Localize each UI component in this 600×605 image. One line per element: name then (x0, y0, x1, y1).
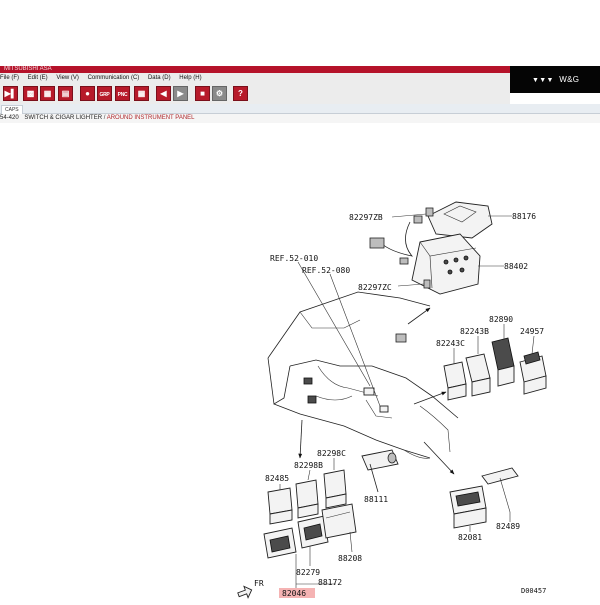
breadcrumb-subsection[interactable]: AROUND INSTRUMENT PANEL (106, 115, 195, 121)
arrow-left-icon: ◀ (160, 89, 167, 98)
menu-bar: File (F) Edit (E) View (V) Communication… (0, 73, 510, 84)
exit-icon: ▶▌ (4, 89, 17, 98)
tab-bar: CAPS (0, 104, 600, 114)
label-82297zc[interactable]: 82297ZC (358, 283, 392, 292)
menu-help[interactable]: Help (H) (179, 75, 202, 81)
label-82485[interactable]: 82485 (265, 474, 289, 483)
label-82081[interactable]: 82081 (458, 533, 482, 542)
part-labels: 82297ZB 88176 88402 REF.52-010 REF.52-08… (254, 212, 546, 598)
print-list-icon: ▦ (43, 89, 52, 98)
next-button[interactable]: ▶ (173, 86, 188, 101)
label-82890[interactable]: 82890 (489, 315, 513, 324)
exit-button[interactable]: ▶▌ (3, 86, 18, 101)
breadcrumb-code: 54-420 (0, 115, 19, 121)
menu-communication[interactable]: Communication (C) (87, 75, 140, 81)
label-82046[interactable]: 82046 (282, 589, 306, 598)
tab-caps[interactable]: CAPS (1, 105, 23, 114)
label-82489[interactable]: 82489 (496, 522, 520, 531)
label-fr: FR (254, 579, 264, 588)
breadcrumb-separator: / (103, 115, 106, 121)
panel-socket-shape (363, 387, 375, 396)
breadcrumb: 54-420 SWITCH & CIGAR LIGHTER / AROUND I… (0, 114, 600, 123)
label-88176[interactable]: 88176 (512, 212, 536, 221)
menu-view[interactable]: View (V) (56, 75, 79, 81)
menu-file[interactable]: File (F) (0, 75, 19, 81)
label-ref-52-010[interactable]: REF.52-010 (270, 254, 318, 263)
grp-label: GRP (99, 92, 110, 98)
grid-view-button[interactable]: ▦ (134, 86, 149, 101)
cigar-lighter-drawing (361, 449, 399, 493)
help-icon: ? (238, 89, 243, 98)
help-button[interactable]: ? (233, 86, 248, 101)
stop-button[interactable]: ■ (195, 86, 210, 101)
instrument-panel-drawing (267, 291, 459, 459)
label-82297zb[interactable]: 82297ZB (349, 213, 383, 222)
brand-logo-text: W&G (559, 75, 580, 84)
module-assembly-drawing (369, 201, 493, 295)
menu-data[interactable]: Data (D) (147, 75, 171, 81)
highlight-box (279, 588, 315, 598)
parts-catalog-app: MITSUBISHI ASA File (F) Edit (E) View (V… (0, 66, 600, 600)
screw-82297zc-shape (423, 279, 431, 289)
bracket-88176-shape (427, 201, 493, 239)
parts-diagram-svg: 82297ZB 88176 88402 REF.52-010 REF.52-08… (237, 201, 547, 599)
window-title: MITSUBISHI ASA (4, 66, 52, 72)
breadcrumb-section[interactable]: SWITCH & CIGAR LIGHTER (24, 115, 103, 121)
grid-icon: ▦ (137, 89, 146, 98)
label-24957[interactable]: 24957 (520, 327, 544, 336)
menu-edit[interactable]: Edit (E) (27, 75, 48, 81)
tools-button[interactable]: ⚙ (212, 86, 227, 101)
label-88208[interactable]: 88208 (338, 554, 362, 563)
switch-group-right (443, 337, 547, 401)
label-88172[interactable]: 88172 (318, 578, 342, 587)
brand-logo: ▼▼▼ W&G (510, 66, 600, 93)
label-88111[interactable]: 88111 (364, 495, 388, 504)
label-82298b[interactable]: 82298B (294, 461, 323, 470)
panel-clip-shape (379, 405, 389, 413)
grp-button[interactable]: GRP (97, 86, 112, 101)
switch-group-lower-right (449, 467, 519, 529)
label-82243b[interactable]: 82243B (460, 327, 489, 336)
leader-lines (279, 213, 535, 590)
front-direction-icon (237, 585, 253, 599)
printer-icon: ▩ (26, 89, 35, 98)
print-list-button[interactable]: ▦ (40, 86, 55, 101)
arrow-right-icon: ▶ (177, 89, 184, 98)
switch-cluster-lower-left (263, 469, 357, 559)
label-88402[interactable]: 88402 (504, 262, 528, 271)
panel-connector-shape (395, 333, 407, 343)
connector-plug-shape (369, 237, 385, 249)
search-icon: ● (85, 89, 90, 98)
label-ref-52-080[interactable]: REF.52-080 (302, 266, 350, 275)
label-82298c[interactable]: 82298C (317, 449, 346, 458)
parts-diagram: 82297ZB 88176 88402 REF.52-010 REF.52-08… (0, 126, 600, 600)
pnc-button[interactable]: PNC (115, 86, 130, 101)
previous-button[interactable]: ◀ (156, 86, 171, 101)
tools-icon: ⚙ (215, 89, 224, 98)
panel-switch-slot (303, 377, 313, 385)
print-button[interactable]: ▩ (23, 86, 38, 101)
wing-logo-icon: ▼▼▼ (532, 77, 554, 84)
document-icon: ▤ (61, 89, 70, 98)
label-diagram-code: D00457 (521, 587, 546, 595)
pnc-label: PNC (117, 92, 128, 98)
bolt-82297zb-shape (425, 207, 434, 217)
label-82279[interactable]: 82279 (296, 568, 320, 577)
toolbar: ▶▌ ▩ ▦ ▤ ● GRP PNC ▦ ◀ ▶ ■ (0, 84, 510, 105)
window-title-bar: MITSUBISHI ASA (0, 66, 510, 73)
panel-switch-slot-lower (307, 395, 317, 404)
document-button[interactable]: ▤ (58, 86, 73, 101)
stop-icon: ■ (200, 89, 205, 98)
direction-arrows (298, 307, 455, 475)
search-button[interactable]: ● (80, 86, 95, 101)
label-82243c[interactable]: 82243C (436, 339, 465, 348)
